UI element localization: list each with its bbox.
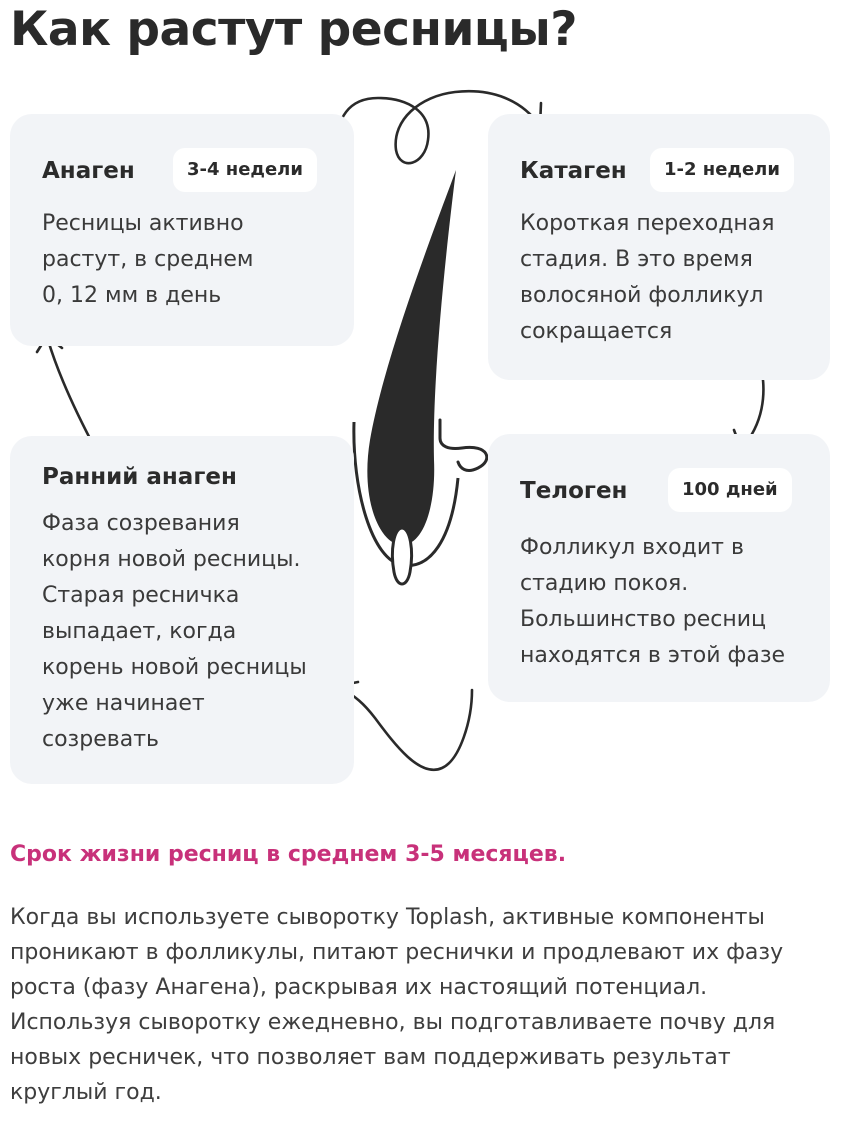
description-line: сокращается [520,319,673,344]
description-line: Большинство ресниц [520,607,766,632]
description-line: Фолликул входит в [520,535,744,560]
paragraph-line: проникают в фолликулы, питают реснички и… [10,940,784,965]
arrow-telogen-to-early [336,685,474,772]
description-line: Старая ресничка [42,583,240,608]
body-paragraph: Когда вы используете сыворотку Toplash, … [10,900,830,1110]
arrow-early-to-anagen [46,338,98,452]
phase-description: Короткая переходная стадия. В это время … [520,206,775,350]
phase-description: Фаза созревания корня новой ресницы. Ста… [42,506,307,758]
arrow-anagen-to-catagen [331,90,542,165]
phase-name: Телоген [520,478,628,504]
duration-badge: 3-4 недели [173,148,317,192]
phase-description: Ресницы активно растут, в среднем 0, 12 … [42,206,253,314]
description-line: Ресницы активно [42,211,244,236]
description-line: уже начинает [42,691,205,716]
description-line: стадия. В это время [520,247,753,272]
description-line: Фаза созревания [42,511,240,536]
phase-card-telogen: Телоген 100 дней Фолликул входит в стади… [488,434,830,702]
paragraph-line: круглый год. [10,1080,162,1105]
description-line: выпадает, когда [42,619,237,644]
description-line: стадию покоя. [520,571,689,596]
phase-name: Анаген [42,158,135,184]
paragraph-line: роста (фазу Анагена), раскрывая их насто… [10,975,708,1000]
lifespan-highlight: Срок жизни ресниц в среднем 3-5 месяцев. [10,842,567,867]
eyelash-follicle-icon [352,170,489,586]
description-line: волосяной фолликул [520,283,764,308]
paragraph-line: новых ресничек, что позволяет вам поддер… [10,1045,731,1070]
description-line: 0, 12 мм в день [42,283,222,308]
paragraph-line: Когда вы используете сыворотку Toplash, … [10,905,765,930]
phase-name: Ранний анаген [42,464,237,490]
description-line: Короткая переходная [520,211,775,236]
duration-badge: 100 дней [668,468,792,512]
paragraph-line: Используя сыворотку ежедневно, вы подгот… [10,1010,776,1035]
description-line: созревать [42,727,159,752]
page-title: Как растут ресницы? [10,2,577,57]
phase-description: Фолликул входит в стадию покоя. Большинс… [520,530,785,674]
description-line: корень новой ресницы [42,655,307,680]
phase-card-catagen: Катаген 1-2 недели Короткая переходная с… [488,114,830,380]
phase-card-early-anagen: Ранний анаген Фаза созревания корня ново… [10,436,354,784]
phase-name: Катаген [520,158,627,184]
description-line: корня новой ресницы. [42,547,301,572]
description-line: растут, в среднем [42,247,254,272]
phase-card-anagen: Анаген 3-4 недели Ресницы активно растут… [10,114,354,346]
duration-badge: 1-2 недели [650,148,794,192]
description-line: находятся в этой фазе [520,643,786,668]
